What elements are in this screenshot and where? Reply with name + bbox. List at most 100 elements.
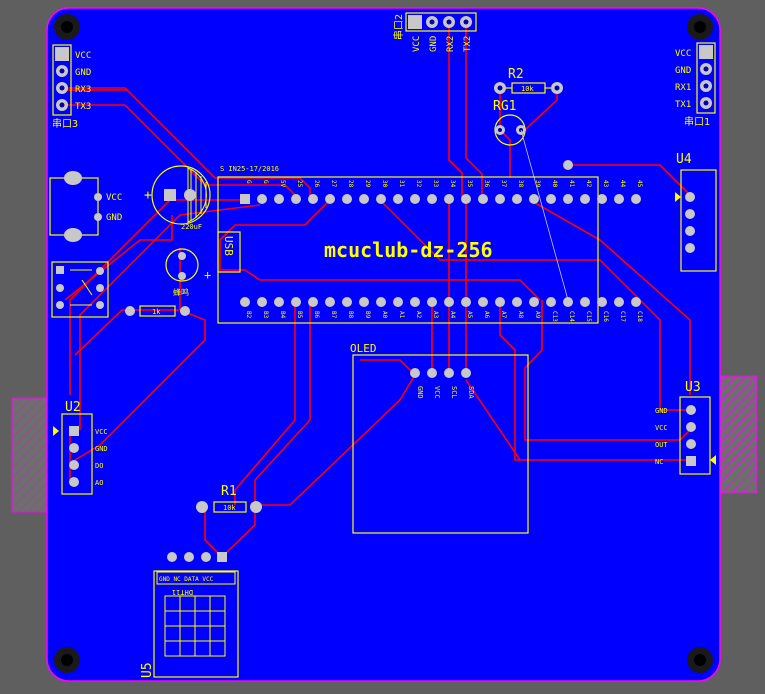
j1-pin-tx1: TX1 [675, 100, 691, 110]
mcu-top-pad-21 [597, 194, 607, 204]
u3-pin-2: VCC [655, 424, 668, 432]
mcu-bottom-pad-12 [444, 297, 454, 307]
mcu-bottom-pin-label-19: C14 [568, 311, 575, 322]
mcu-top-pad-8 [376, 194, 386, 204]
mcu-top-pin-label-5: 27 [330, 180, 337, 188]
mcu-bottom-pin-label-0: B2 [245, 311, 252, 319]
mcu-top-pad-13 [461, 194, 471, 204]
mcu-top-pad-5 [325, 194, 335, 204]
r2-value: 10k [521, 85, 534, 93]
r1-resistor: 10k R1 [196, 484, 262, 513]
u2-pin-1: VCC [95, 428, 108, 436]
mcu-bottom-pin-label-1: B3 [262, 311, 269, 319]
mcu-bottom-pin-label-5: B7 [330, 311, 337, 319]
mcu-top-pad-9 [393, 194, 403, 204]
mcu-top-pin-label-4: 26 [313, 180, 320, 188]
mcu-top-pad-7 [359, 194, 369, 204]
mcu-bottom-pad-14 [478, 297, 488, 307]
mcu-top-pad-0 [240, 194, 250, 204]
mcu-top-pin-label-6: 28 [347, 180, 354, 188]
u2-label: U2 [65, 400, 81, 415]
mcu-top-pin-label-1: G [262, 180, 269, 184]
mcu-bottom-pin-label-10: A2 [415, 311, 422, 319]
mcu-top-pin-label-14: 36 [483, 180, 490, 188]
mcu-bottom-pad-22 [614, 297, 624, 307]
traces [62, 22, 691, 558]
u4-module: U4 [563, 152, 717, 272]
mcu-bottom-pad-20 [580, 297, 590, 307]
mcu-top-pin-label-0: G [245, 180, 252, 184]
mcu-bottom-pin-label-20: C15 [585, 311, 592, 322]
r1-value: 10k [223, 504, 236, 512]
left-cutout [11, 397, 53, 513]
u5-dht11: GND NC DATA VCC DHT11 U5 [140, 552, 239, 678]
mcu-bottom-pad-23 [631, 297, 641, 307]
u5-text: DHT11 [172, 588, 193, 596]
mcu-bottom-pad-6 [342, 297, 352, 307]
mcu-bottom-pad-19 [563, 297, 573, 307]
mcu-top-pad-22 [614, 194, 624, 204]
mcu-top-pin-label-20: 42 [585, 180, 592, 188]
mcu-bottom-pin-label-16: A8 [517, 311, 524, 319]
mcu-bottom-pad-1 [257, 297, 267, 307]
j1-pin-gnd: GND [675, 66, 691, 76]
mcu-bottom-pad-18 [546, 297, 556, 307]
mcu-bottom-pad-8 [376, 297, 386, 307]
j3-pin-rx3: RX3 [75, 85, 91, 95]
mcu-bottom-pad-13 [461, 297, 471, 307]
j1-header: VCC GND RX1 TX1 串口1 [675, 42, 716, 128]
mcu-bottom-pad-4 [308, 297, 318, 307]
mcu-top-pad-15 [495, 194, 505, 204]
mcu-top-pad-19 [563, 194, 573, 204]
capacitor: + 220uF [144, 165, 211, 231]
mcu-top-pad-10 [410, 194, 420, 204]
j2-pin-rx2: RX2 [446, 36, 456, 52]
mcu-top-pin-label-9: 31 [398, 180, 405, 188]
mcu-top-pin-label-12: 34 [449, 180, 456, 188]
mcu-top-pin-label-15: 37 [500, 180, 507, 188]
mcu-top-pad-1 [257, 194, 267, 204]
j3-pin-tx3: TX3 [75, 102, 91, 112]
mcu-bottom-pin-label-17: A9 [534, 311, 541, 319]
resistor-1k: 1k [125, 305, 190, 317]
mcu-top-pin-label-7: 29 [364, 180, 371, 188]
board-fill [46, 7, 721, 682]
u2-pin-4: AO [95, 479, 103, 487]
mcu-bottom-pin-label-21: C16 [602, 311, 609, 322]
u3-pin-1: GND [655, 407, 668, 415]
u5-label: U5 [140, 662, 155, 678]
j2-pin-gnd: GND [429, 36, 439, 52]
mcu-bottom-pin-label-13: A5 [466, 311, 473, 319]
mcu-bottom-pad-5 [325, 297, 335, 307]
j1-pin-vcc: VCC [675, 49, 691, 59]
mcu-top-pin-label-22: 44 [619, 180, 626, 188]
mcu-top-pin-label-21: 43 [602, 180, 609, 188]
mcu-top-pin-label-3: 25 [296, 180, 303, 188]
mcu-bottom-pad-11 [427, 297, 437, 307]
mcu-bottom-pin-label-2: B4 [279, 311, 286, 319]
mcu-top-pad-18 [546, 194, 556, 204]
oled-pin-gnd: GND [416, 386, 424, 399]
mcu-bottom-pin-label-9: A1 [398, 311, 405, 319]
j1-pin-rx1: RX1 [675, 83, 691, 93]
mcu-top-pad-11 [427, 194, 437, 204]
mcu-bottom-pin-label-22: C17 [619, 311, 626, 322]
mcu-bottom-pin-label-8: A0 [381, 311, 388, 319]
power-vcc: VCC [106, 193, 122, 203]
mcu-bottom-pad-15 [495, 297, 505, 307]
mcu-top-pad-3 [291, 194, 301, 204]
j3-label: 串口3 [52, 118, 78, 130]
u2-pin-3: DO [95, 462, 103, 470]
mcu-top-pin-label-2: 5V [279, 180, 286, 188]
svg-text:+: + [204, 268, 211, 282]
mcu-top-pad-23 [631, 194, 641, 204]
mcu-bottom-pad-3 [291, 297, 301, 307]
mcu-top-pin-label-18: 40 [551, 180, 558, 188]
mcu-top-pin-label-13: 35 [466, 180, 473, 188]
j2-label: 串口2 [393, 14, 405, 40]
mcu-top-pad-2 [274, 194, 284, 204]
mcu-bottom-pad-17 [529, 297, 539, 307]
cap-value: 220uF [181, 223, 202, 231]
